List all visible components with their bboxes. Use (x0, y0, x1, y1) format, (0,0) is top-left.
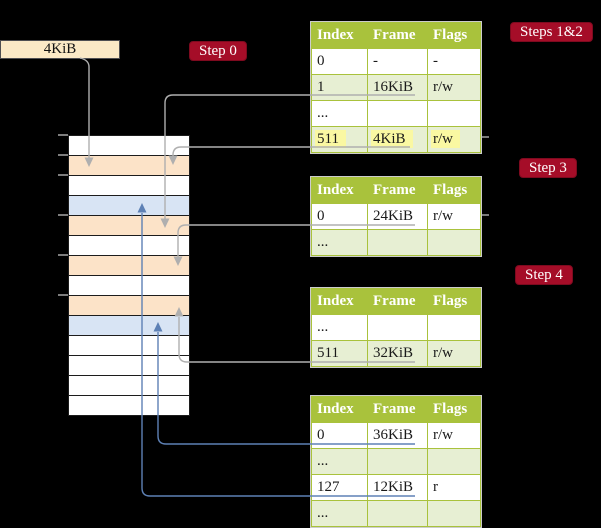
table-cell: r/w (428, 341, 480, 366)
table-cell: 127 (312, 475, 367, 500)
table-header-cell: Index (312, 289, 367, 314)
memory-frame-free (69, 276, 189, 296)
table-cell: ... (312, 230, 367, 255)
table-cell: ... (312, 501, 367, 526)
table-cell (368, 101, 427, 126)
table-cell: 16KiB (368, 75, 427, 100)
table-cell: 0 (312, 49, 367, 74)
table-cell: 0 (312, 423, 367, 448)
table-cell: 32KiB (368, 341, 427, 366)
table-cell: 1 (312, 75, 367, 100)
frame-size-box: 4KiB (0, 40, 120, 59)
table-header-cell: Index (312, 397, 367, 422)
table-cell (428, 230, 480, 255)
table-cell: 24KiB (368, 204, 427, 229)
step-3-badge: Step 3 (519, 158, 577, 178)
table-header-cell: Frame (368, 289, 427, 314)
memory-frame-free (69, 136, 189, 156)
memory-boundary-tick (58, 154, 68, 156)
table-cell: 36KiB (368, 423, 427, 448)
table-cell (368, 315, 427, 340)
table-cell: r/w (428, 204, 480, 229)
memory-frame-mapped-page (69, 196, 189, 216)
table-header-cell: Index (312, 23, 367, 48)
table-cell (428, 449, 480, 474)
memory-frame-free (69, 236, 189, 256)
table-cell: 12KiB (368, 475, 427, 500)
table-cell (368, 501, 427, 526)
table-cell (428, 101, 480, 126)
memory-frame-mapped-page (69, 316, 189, 336)
highlighted-value: 4KiB (371, 130, 413, 148)
table-cell: 4KiB (368, 127, 427, 152)
table-header-cell: Flags (428, 23, 480, 48)
memory-boundary-tick (58, 174, 68, 176)
table-cell: r (428, 475, 480, 500)
table-cell (368, 230, 427, 255)
table-header-cell: Frame (368, 178, 427, 203)
table-cell (368, 449, 427, 474)
memory-frame-free (69, 396, 189, 415)
table-cell (428, 501, 480, 526)
table-cell: ... (312, 315, 367, 340)
table-cell: ... (312, 101, 367, 126)
memory-frame-page-table (69, 216, 189, 236)
memory-boundary-tick (58, 254, 68, 256)
highlighted-value: r/w (431, 130, 460, 148)
table-header-cell: Frame (368, 23, 427, 48)
table-cell: r/w (428, 127, 480, 152)
table-cell: 0 (312, 204, 367, 229)
memory-frame-free (69, 356, 189, 376)
memory-frame-free (69, 376, 189, 396)
table-cell: r/w (428, 75, 480, 100)
table-header-cell: Flags (428, 178, 480, 203)
steps-1-2-badge: Steps 1&2 (510, 22, 593, 42)
memory-boundary-tick (58, 294, 68, 296)
table-cell: - (368, 49, 427, 74)
table-cell: - (428, 49, 480, 74)
table-header-cell: Index (312, 178, 367, 203)
highlighted-value: 511 (315, 130, 346, 148)
memory-frame-page-table (69, 156, 189, 176)
table-header-cell: Flags (428, 289, 480, 314)
step-4-badge: Step 4 (515, 265, 573, 285)
table-cell: 511 (312, 127, 367, 152)
frame-size-label: 4KiB (43, 41, 77, 57)
table-cell: r/w (428, 423, 480, 448)
memory-boundary-tick (58, 214, 68, 216)
table-cell: 511 (312, 341, 367, 366)
memory-boundary-tick (58, 134, 68, 136)
physical-memory-column (68, 135, 190, 416)
memory-frame-free (69, 336, 189, 356)
table-cell: ... (312, 449, 367, 474)
memory-frame-free (69, 176, 189, 196)
table-header-cell: Flags (428, 397, 480, 422)
step-0-badge: Step 0 (189, 41, 247, 61)
table-header-cell: Frame (368, 397, 427, 422)
memory-frame-page-table (69, 296, 189, 316)
memory-frame-page-table (69, 256, 189, 276)
table-cell (428, 315, 480, 340)
